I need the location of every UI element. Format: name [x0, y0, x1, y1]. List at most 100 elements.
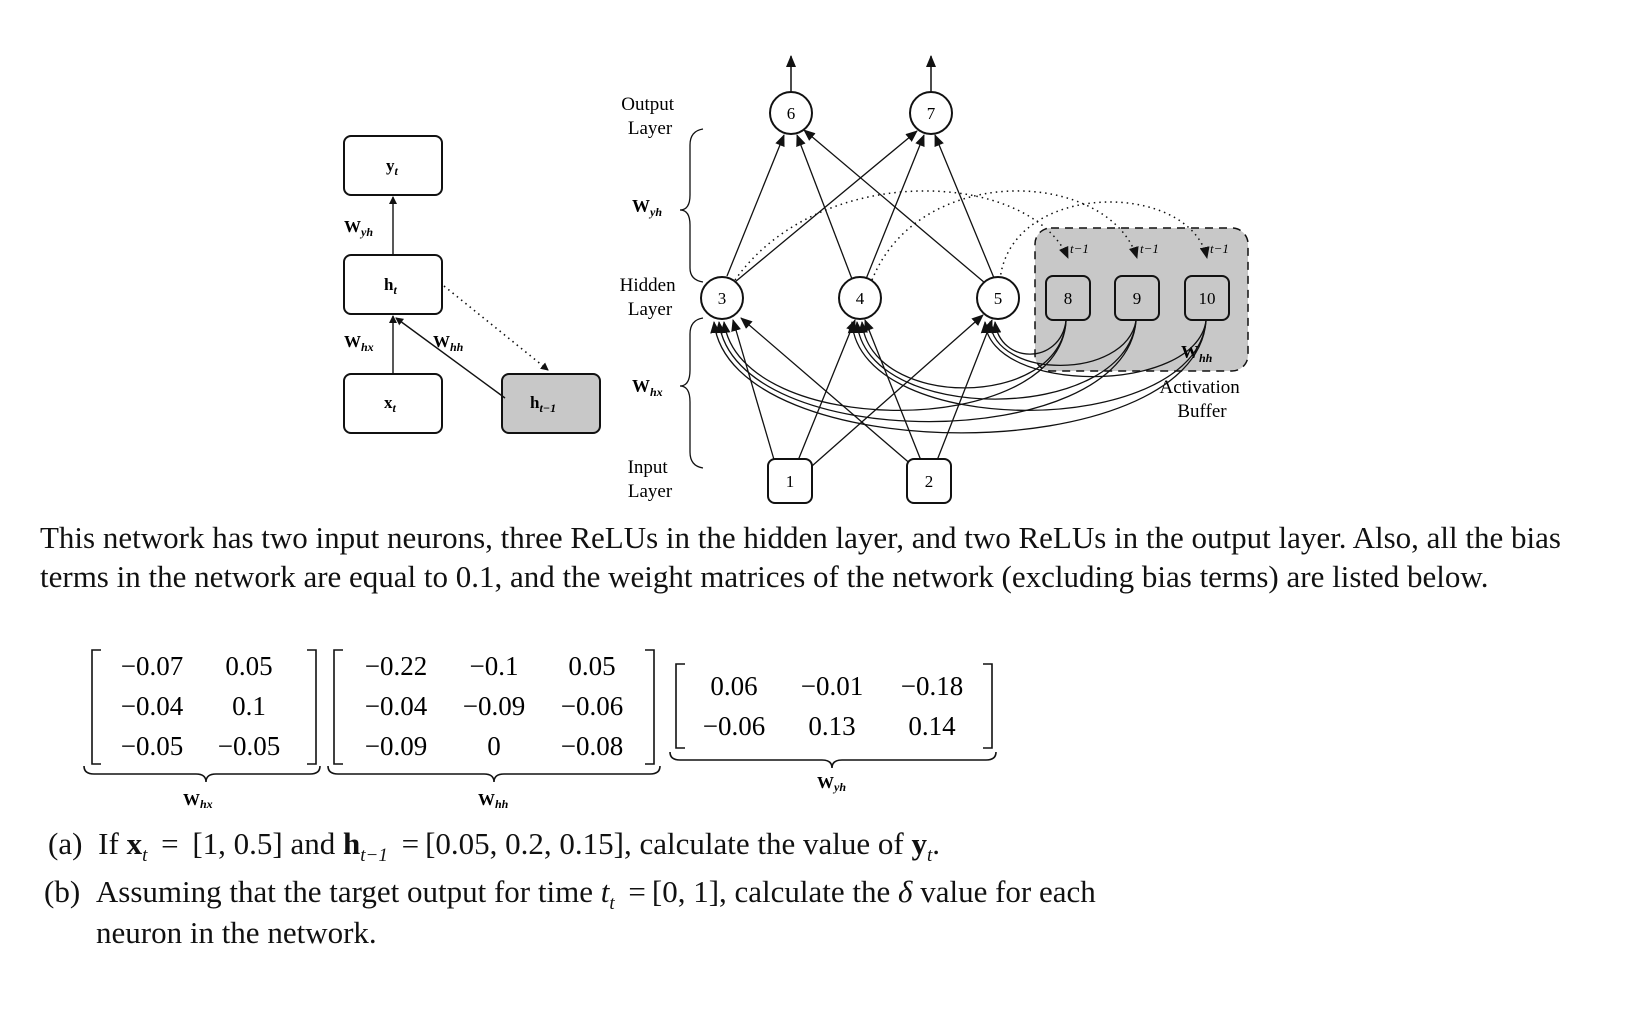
question-b-target-value: [0, 1]	[651, 874, 720, 909]
question-a-text-and: and	[290, 826, 336, 861]
node-3: 3	[700, 276, 744, 320]
problem-description: This network has two input neurons, thre…	[40, 520, 1561, 594]
svg-text:8: 8	[1064, 289, 1073, 308]
edge-4-6	[796, 134, 853, 280]
question-b-delta: δ	[898, 874, 913, 909]
whh-underbrace	[327, 765, 661, 783]
node-2: 2	[906, 458, 952, 504]
hidden-layer-label: Hidden Layer	[620, 275, 681, 320]
whx-r0-c1: 0.05	[225, 651, 272, 681]
edge-5-6	[803, 129, 986, 284]
edge-3-7	[734, 130, 918, 283]
question-b-t: t	[600, 874, 610, 909]
svg-text:5: 5	[994, 289, 1003, 308]
whh-r2-c2: −0.08	[561, 731, 623, 761]
question-a-text-calc: , calculate the value of	[624, 826, 904, 861]
whx-left-bracket	[91, 649, 101, 765]
svg-text:6: 6	[787, 104, 796, 123]
left-whx-label: Whx	[344, 332, 374, 354]
whx-label: Whx	[183, 790, 213, 811]
wyh-r1-c0: −0.06	[703, 711, 765, 741]
svg-text:7: 7	[927, 104, 936, 123]
edge-2-3	[740, 317, 914, 467]
edge-1-3	[731, 319, 776, 464]
edge-3-6	[726, 134, 785, 277]
right-network-diagram: Output Layer Hidden Layer Input Layer Wy…	[620, 55, 1249, 504]
whx-r1-c1: 0.1	[232, 691, 266, 721]
whh-left-bracket	[333, 649, 343, 765]
wyh-r1-c1: 0.13	[808, 711, 855, 741]
left-wyh-label: Wyh	[344, 217, 373, 239]
question-b-t-sub: t	[609, 893, 615, 915]
brace-wyh	[679, 128, 704, 283]
t-minus-1-label-10: t−1	[1210, 241, 1229, 256]
question-a-eq2: =	[401, 826, 420, 861]
edge-5-7	[934, 134, 995, 279]
question-a-h-value: [0.05, 0.2, 0.15]	[425, 826, 624, 861]
whx-r2-c1: −0.05	[218, 731, 280, 761]
whh-r2-c0: −0.09	[365, 731, 427, 761]
wyh-r0-c1: −0.01	[801, 671, 863, 701]
whh-label: Whh	[478, 790, 509, 811]
svg-text:4: 4	[856, 289, 865, 308]
whh-r0-c2: 0.05	[568, 651, 615, 681]
whh-r1-c2: −0.06	[561, 691, 623, 721]
whh-r0-c0: −0.22	[365, 651, 427, 681]
t-minus-1-label-8: t−1	[1070, 241, 1089, 256]
wyh-r0-c2: −0.18	[901, 671, 963, 701]
whx-r2-c0: −0.05	[121, 731, 183, 761]
whx-right-bracket	[307, 649, 317, 765]
h-box-label: ht	[384, 275, 397, 297]
whx-underbrace	[83, 765, 321, 783]
node-6: 6	[769, 91, 813, 135]
question-a-y: y	[911, 826, 927, 861]
node-7: 7	[909, 91, 953, 135]
dotted-h-to-hprev	[443, 285, 549, 371]
question-a-x: x	[126, 826, 143, 861]
node-10: 10	[1184, 275, 1230, 321]
dotted-5-to-10	[999, 201, 1210, 281]
node-8: 8	[1045, 275, 1091, 321]
question-a-h: h	[343, 826, 361, 861]
node-1: 1	[767, 458, 813, 504]
svg-text:1: 1	[786, 472, 795, 491]
question-a-x-value: [1, 0.5]	[192, 826, 283, 861]
svg-text:3: 3	[718, 289, 727, 308]
svg-text:9: 9	[1133, 289, 1142, 308]
edge-1-5	[811, 314, 984, 467]
arrow-hprev-to-h	[395, 317, 506, 399]
question-a-y-sub: t	[926, 845, 933, 867]
dotted-3-to-8	[734, 190, 1069, 281]
question-a-text-if: If	[98, 826, 119, 861]
wyh-r0-c0: 0.06	[710, 671, 757, 701]
buffer-whh-label: Whh	[1181, 342, 1213, 365]
whh-r0-c1: −0.1	[470, 651, 519, 681]
question-b: (b) Assuming that the target output for …	[44, 872, 1096, 924]
svg-text:2: 2	[925, 472, 934, 491]
question-a-label: (a)	[48, 826, 83, 861]
question-a-x-sub: t	[142, 845, 148, 867]
question-b-label: (b)	[44, 874, 81, 909]
activation-buffer-label: Activation Buffer	[1160, 377, 1245, 422]
question-a-h-sub: t−1	[360, 845, 388, 867]
output-layer-label: Output Layer	[621, 94, 679, 139]
node-4: 4	[838, 276, 882, 320]
wyh-left-bracket	[675, 663, 685, 749]
edge-2-4	[864, 319, 923, 464]
question-b-text: Assuming that the target output for time	[95, 874, 593, 909]
question-b-line2: neuron in the network.	[96, 915, 377, 950]
right-wyh-label: Wyh	[632, 196, 662, 219]
left-rnn-diagram: yt ht xt ht−1 Wyh Whx Whh	[343, 135, 601, 434]
node-5: 5	[976, 276, 1020, 320]
right-whx-label: Whx	[632, 376, 663, 399]
hprev-box-label: ht−1	[530, 393, 556, 415]
edge-2-5	[935, 319, 993, 464]
whh-right-bracket	[645, 649, 655, 765]
question-a-period: .	[932, 826, 940, 861]
question-b-eq: =	[628, 874, 646, 909]
y-box-label: yt	[386, 156, 399, 178]
t-minus-1-label-9: t−1	[1140, 241, 1159, 256]
brace-whx	[679, 317, 704, 469]
whh-r2-c1: 0	[487, 731, 501, 761]
wyh-underbrace	[669, 751, 997, 769]
